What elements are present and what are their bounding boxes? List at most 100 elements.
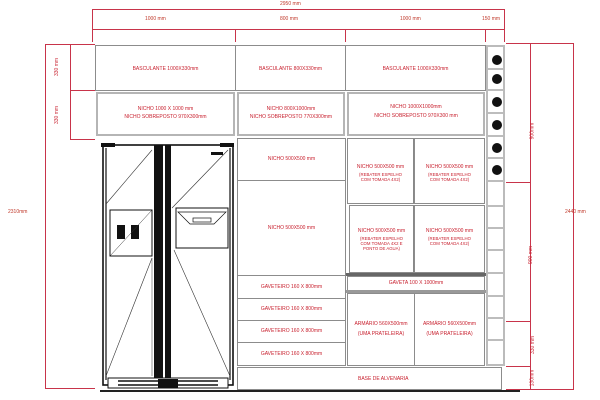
top-dim-4: 150 mm xyxy=(482,16,501,22)
floor-line xyxy=(100,390,520,392)
niche-note: (REBATER ESPELHO COM TOMADA 4X2) xyxy=(428,172,471,182)
niche-label: NICHO 1000 X 1000 mm xyxy=(137,106,194,112)
cabinet-right-1[interactable]: ARMÁRIO 560X500mm (UMA PRATELEIRA) xyxy=(347,293,415,366)
shelf-divider xyxy=(346,273,486,276)
dimension-line xyxy=(506,321,531,322)
dimension-tick xyxy=(235,29,236,42)
niche-overlay-3[interactable]: NICHO 1000X1000mm NICHO SOBREPOSTO 970X3… xyxy=(347,92,485,136)
knob-icon xyxy=(492,120,502,130)
shelf-line xyxy=(488,68,503,70)
niche-label: NICHO 500X500 mm xyxy=(267,225,316,231)
shelf-line xyxy=(488,295,503,297)
shelf-line xyxy=(488,317,503,319)
dimension-line xyxy=(70,90,95,91)
cabinet-right-2[interactable]: ARMÁRIO 560X500mm (UMA PRATELEIRA) xyxy=(414,293,485,366)
dimension-line xyxy=(506,389,574,390)
dimension-line xyxy=(506,182,531,183)
drawer-label: GAVETA 100 X 1000mm xyxy=(388,280,444,286)
right-dim-2: 900 mm xyxy=(528,245,535,265)
drawer-1[interactable]: GAVETEIRO 160 X 800mm xyxy=(237,275,346,299)
shelf-line xyxy=(488,112,503,114)
drawer-label: GAVETEIRO 160 X 800mm xyxy=(260,351,323,357)
niche-right-3[interactable]: NICHO 500X500 mm (REBATER ESPELHO COM TO… xyxy=(349,205,415,273)
dimension-line xyxy=(573,43,574,390)
top-total-label: 2950 mm xyxy=(280,1,301,7)
niche-right-4[interactable]: NICHO 500X500 mm (REBATER ESPELHO COM TO… xyxy=(414,205,485,273)
niche-label: NICHO 1000X1000mm xyxy=(390,104,442,110)
drawer-label: GAVETEIRO 160 X 800mm xyxy=(260,284,323,290)
niche-overlay-2[interactable]: NICHO 800X1000mm NICHO SOBREPOSTO 770X30… xyxy=(237,92,345,136)
left-dim-upper-1: 330 mm xyxy=(54,57,61,77)
shelf-line xyxy=(488,157,503,159)
shelf-divider xyxy=(346,290,486,293)
upper-cabinet-2[interactable]: BASCULANTE 800X330mm xyxy=(235,45,346,91)
drawer-2[interactable]: GAVETEIRO 160 X 800mm xyxy=(237,298,346,321)
refrigerator xyxy=(98,140,238,392)
shelf-line xyxy=(488,135,503,137)
niche-middle-bottom[interactable]: NICHO 500X500 mm xyxy=(237,180,346,276)
niche-right-2[interactable]: NICHO 500X500 mm (REBATER ESPELHO COM TO… xyxy=(414,138,485,204)
niche-note: (REBATER ESPELHO COM TOMADA 4X2) xyxy=(428,236,471,246)
cabinet-label: ARMÁRIO 560X500mm xyxy=(422,321,477,327)
niche-right-1[interactable]: NICHO 500X500 mm (REBATER ESPELHO COM TO… xyxy=(347,138,415,204)
niche-label: NICHO 500X500 mm xyxy=(267,156,316,162)
dimension-line xyxy=(70,44,71,140)
left-dim-upper-2: 330 mm xyxy=(54,105,61,125)
niche-label: NICHO 500X500 mm xyxy=(425,228,474,234)
knob-icon xyxy=(492,55,502,65)
drawer-label: GAVETEIRO 160 X 800mm xyxy=(260,306,323,312)
drawer-3[interactable]: GAVETEIRO 160 X 800mm xyxy=(237,320,346,343)
shelf-line xyxy=(488,272,503,274)
niche-middle-top[interactable]: NICHO 500X500 mm xyxy=(237,138,346,181)
drawer-wide[interactable]: GAVETA 100 X 1000mm xyxy=(347,276,485,291)
top-dim-3: 1000 mm xyxy=(400,16,421,22)
niche-note: (REBATER ESPELHO COM TOMADA 4X2 E PONTO … xyxy=(360,236,403,251)
shelf-line xyxy=(488,249,503,251)
shelf-line xyxy=(488,227,503,229)
masonry-base: BASE DE ALVENARIA xyxy=(237,367,502,390)
upper-cabinet-label: BASCULANTE 800X330mm xyxy=(258,66,323,72)
shelf-line xyxy=(488,205,503,207)
niche-note: (REBATER ESPELHO COM TOMADA 4X2) xyxy=(359,172,402,182)
niche-sublabel: NICHO SOBREPOSTO 970X300mm xyxy=(124,114,207,120)
dimension-line xyxy=(45,388,95,389)
dimension-tick xyxy=(92,9,93,42)
narrow-column xyxy=(486,45,505,366)
base-label: BASE DE ALVENARIA xyxy=(358,376,409,382)
drawer-label: GAVETEIRO 160 X 800mm xyxy=(260,328,323,334)
knob-icon xyxy=(492,165,502,175)
upper-cabinet-1[interactable]: BASCULANTE 1000X330mm xyxy=(95,45,236,91)
dimension-line xyxy=(92,29,504,30)
niche-label: NICHO 500X500 mm xyxy=(356,164,405,170)
dimension-line xyxy=(506,43,574,44)
dimension-tick xyxy=(345,29,346,42)
knob-icon xyxy=(492,74,502,84)
niche-overlay-1[interactable]: NICHO 1000 X 1000 mm NICHO SOBREPOSTO 97… xyxy=(96,92,235,136)
upper-cabinet-label: BASCULANTE 1000X330mm xyxy=(382,66,449,72)
dimension-line xyxy=(506,366,531,367)
shelf-line xyxy=(488,89,503,91)
shelf-line xyxy=(488,180,503,182)
knob-icon xyxy=(492,143,502,153)
left-total-label: 2310mm xyxy=(8,209,28,215)
dimension-line xyxy=(92,9,504,10)
top-dim-1: 1000 mm xyxy=(145,16,166,22)
niche-label: NICHO 500X500 mm xyxy=(357,228,406,234)
dimension-line xyxy=(45,44,46,388)
upper-cabinet-3[interactable]: BASCULANTE 1000X330mm xyxy=(345,45,486,91)
right-dim-1: 900mm xyxy=(529,122,536,140)
cabinet-note: (UMA PRATELEIRA) xyxy=(357,331,405,337)
drawer-4[interactable]: GAVETEIRO 160 X 800mm xyxy=(237,342,346,366)
right-total-label: 2440 mm xyxy=(565,209,586,215)
dimension-tick xyxy=(485,29,486,42)
dimension-line xyxy=(530,43,531,390)
top-dim-2: 800 mm xyxy=(280,16,299,22)
knob-icon xyxy=(492,97,502,107)
right-dim-3: 330 mm xyxy=(530,335,537,355)
upper-cabinet-label: BASCULANTE 1000X330mm xyxy=(132,66,199,72)
dimension-tick xyxy=(504,9,505,42)
refrigerator-drawing xyxy=(101,143,234,389)
right-dim-4: 130mm xyxy=(529,369,536,387)
niche-label: NICHO 800X1000mm xyxy=(266,106,316,112)
niche-sublabel: NICHO SOBREPOSTO 770X300mm xyxy=(249,114,333,120)
